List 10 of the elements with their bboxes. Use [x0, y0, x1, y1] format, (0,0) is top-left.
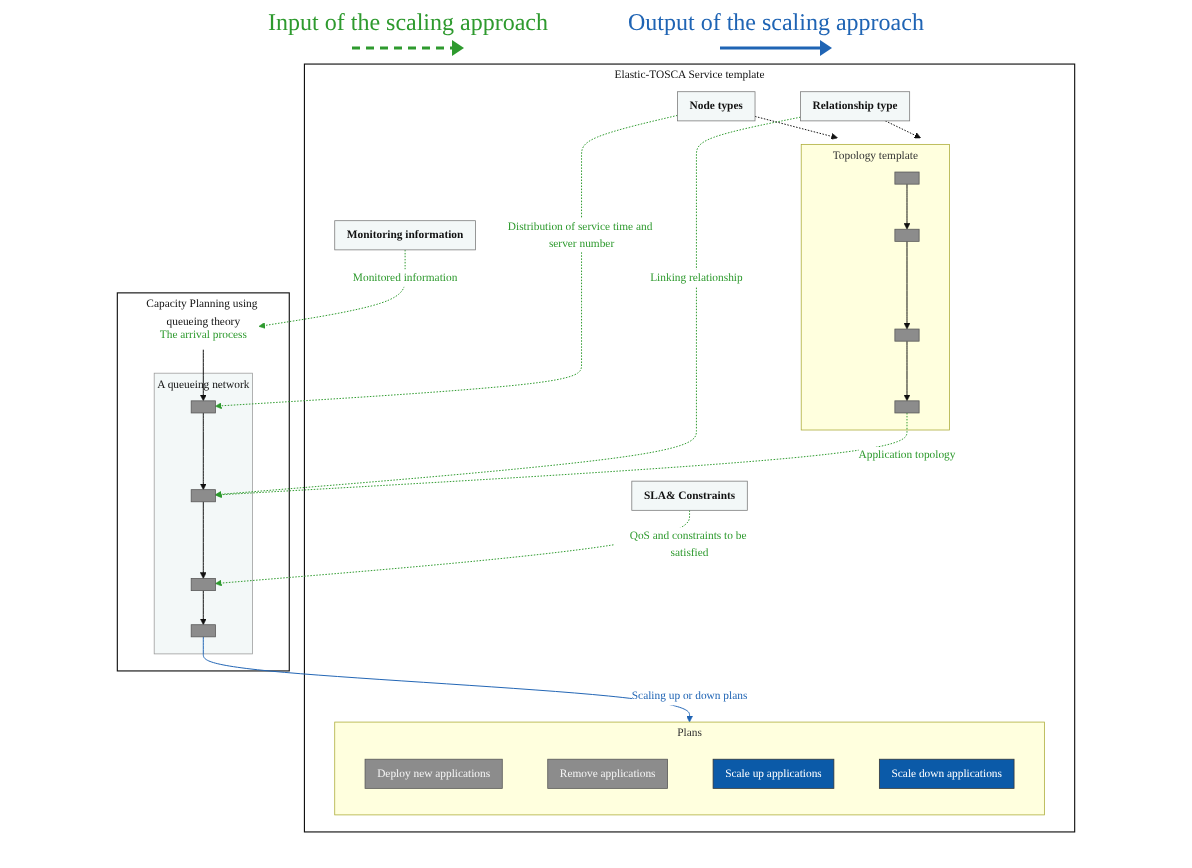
node-box [894, 400, 920, 414]
node-box [190, 400, 216, 414]
node-box [894, 171, 920, 185]
node-box [894, 328, 920, 342]
legend-text: Input of the scaling approach [268, 8, 548, 38]
node-box [190, 624, 216, 638]
node-box [190, 578, 216, 591]
legend-text: Output of the scaling approach [627, 8, 924, 38]
node-box [190, 489, 216, 503]
node-box [894, 228, 920, 242]
